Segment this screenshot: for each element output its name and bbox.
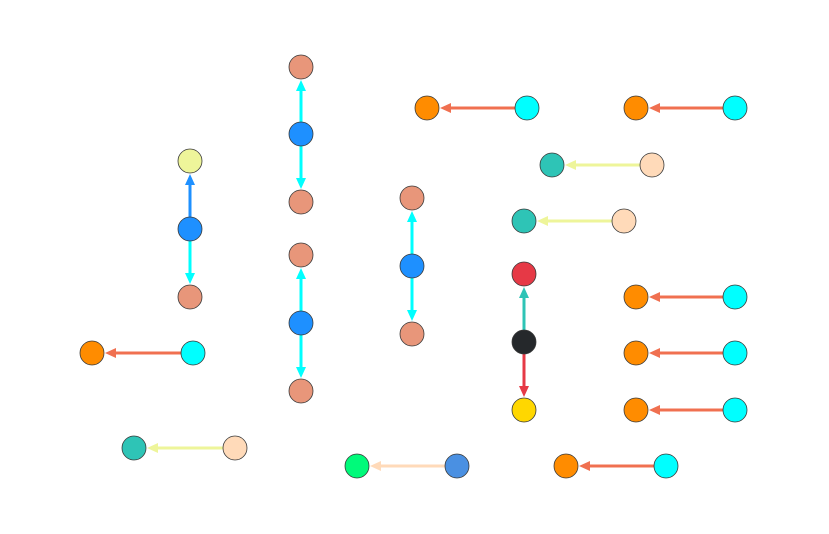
arrowhead-icon <box>296 367 306 378</box>
edge-n37-to-n36 <box>579 461 654 471</box>
edge-n33-to-n32 <box>147 443 223 453</box>
arrowhead-icon <box>407 310 417 321</box>
edge-n31-to-n30 <box>105 348 181 358</box>
edge-n14-to-n13 <box>440 103 515 113</box>
arrowhead-icon <box>185 174 195 185</box>
nodes-layer <box>79 54 748 479</box>
arrowhead-icon <box>579 461 590 471</box>
edge-n11-to-n10 <box>407 211 417 254</box>
arrowhead-icon <box>649 405 660 415</box>
node-n22 <box>511 329 537 355</box>
edge-n8-to-n9 <box>185 241 195 284</box>
node-n24 <box>623 284 649 310</box>
edge-n35-to-n34 <box>370 461 445 471</box>
node-n27 <box>722 340 748 366</box>
node-n34 <box>344 453 370 479</box>
edge-n29-to-n28 <box>649 405 723 415</box>
arrowhead-icon <box>519 287 529 298</box>
node-n18 <box>639 152 665 178</box>
node-n29 <box>722 397 748 423</box>
arrowhead-icon <box>407 211 417 222</box>
edge-n8-to-n7 <box>185 174 195 217</box>
arrowhead-icon <box>296 178 306 189</box>
node-n17 <box>539 152 565 178</box>
edge-n2-to-n1 <box>296 80 306 122</box>
edge-n27-to-n26 <box>649 348 723 358</box>
arrowhead-icon <box>537 216 548 226</box>
node-n5 <box>288 310 314 336</box>
arrowhead-icon <box>296 268 306 279</box>
arrowhead-icon <box>519 386 529 397</box>
node-n10 <box>399 185 425 211</box>
arrowhead-icon <box>649 103 660 113</box>
node-n12 <box>399 321 425 347</box>
arrowhead-icon <box>147 443 158 453</box>
arrowhead-icon <box>565 160 576 170</box>
node-n8 <box>177 216 203 242</box>
node-n3 <box>288 189 314 215</box>
edge-n20-to-n19 <box>537 216 612 226</box>
arrowhead-icon <box>296 80 306 91</box>
edge-n11-to-n12 <box>407 278 417 321</box>
node-n14 <box>514 95 540 121</box>
node-n2 <box>288 121 314 147</box>
node-n11 <box>399 253 425 279</box>
arrowhead-icon <box>649 292 660 302</box>
edges-layer <box>105 80 723 471</box>
node-n25 <box>722 284 748 310</box>
arrowhead-icon <box>440 103 451 113</box>
node-n26 <box>623 340 649 366</box>
node-n23 <box>511 397 537 423</box>
node-n7 <box>177 148 203 174</box>
node-n20 <box>611 208 637 234</box>
node-n6 <box>288 378 314 404</box>
node-n1 <box>288 54 314 80</box>
edge-n5-to-n4 <box>296 268 306 311</box>
edge-n25-to-n24 <box>649 292 723 302</box>
arrowhead-icon <box>649 348 660 358</box>
node-n35 <box>444 453 470 479</box>
edge-n2-to-n3 <box>296 146 306 189</box>
node-n4 <box>288 242 314 268</box>
node-n33 <box>222 435 248 461</box>
node-n32 <box>121 435 147 461</box>
node-n30 <box>79 340 105 366</box>
edge-n18-to-n17 <box>565 160 640 170</box>
node-n37 <box>653 453 679 479</box>
arrowhead-icon <box>185 273 195 284</box>
node-n9 <box>177 284 203 310</box>
edge-n22-to-n21 <box>519 287 529 330</box>
edge-n16-to-n15 <box>649 103 723 113</box>
node-n16 <box>722 95 748 121</box>
node-n15 <box>623 95 649 121</box>
node-n28 <box>623 397 649 423</box>
node-n36 <box>553 453 579 479</box>
node-n21 <box>511 261 537 287</box>
edge-n22-to-n23 <box>519 354 529 397</box>
arrowhead-icon <box>370 461 381 471</box>
arrowhead-icon <box>105 348 116 358</box>
node-n19 <box>511 208 537 234</box>
node-n13 <box>414 95 440 121</box>
edge-n5-to-n6 <box>296 335 306 378</box>
node-n31 <box>180 340 206 366</box>
